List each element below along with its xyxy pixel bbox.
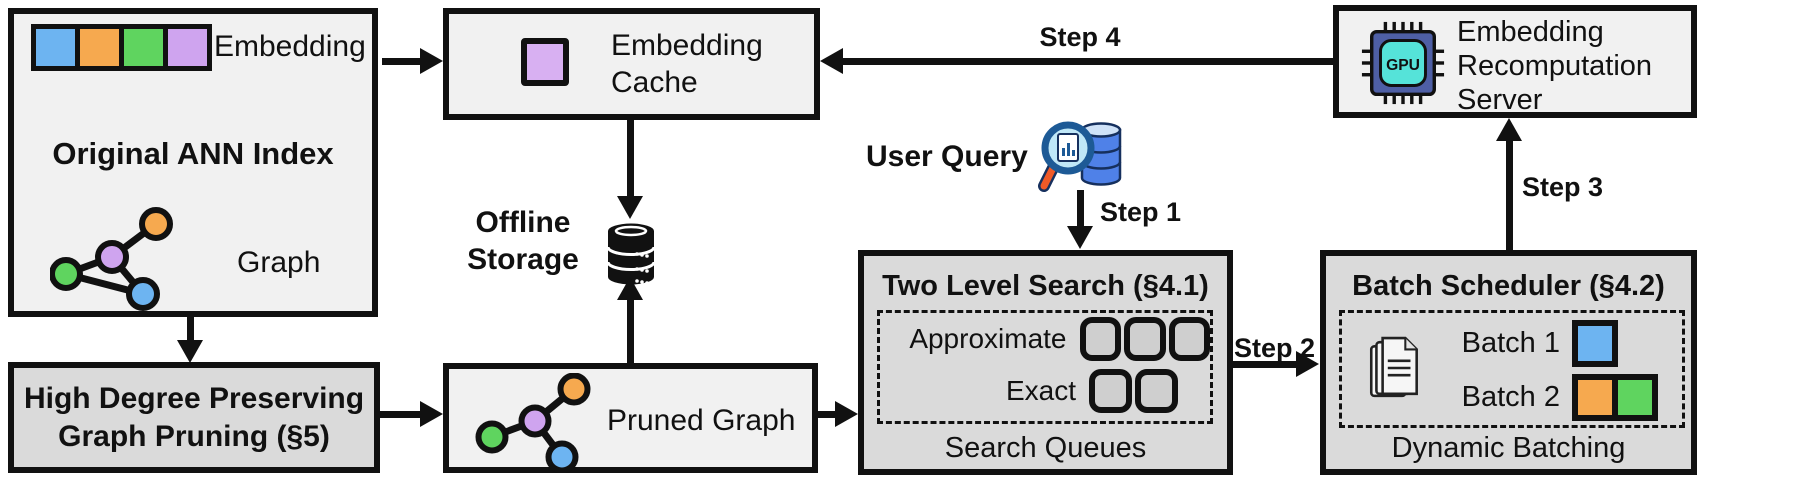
step4-label: Step 4 — [1039, 22, 1121, 52]
ann-index-title: Original ANN Index — [52, 136, 334, 171]
queue-slot — [1135, 369, 1178, 413]
embedding-cell-purple — [163, 24, 212, 71]
batch2-query-green — [1612, 374, 1658, 421]
step2-label: Step 2 — [1234, 333, 1316, 363]
queue-slot — [1168, 317, 1210, 361]
queue-slot — [1079, 317, 1121, 361]
search-queues-caption: Search Queues — [944, 432, 1147, 464]
two-level-search-title: Two Level Search (§4.1) — [882, 270, 1209, 302]
pruned-graph-label: Pruned Graph — [607, 404, 796, 437]
recomputation-server-box: GPU Embedding Recomputation Server — [1333, 5, 1697, 118]
queue-slot — [1089, 369, 1132, 413]
batch-scheduler-box: Batch Scheduler (§4.2) Batch 1 Batch 2 D… — [1320, 250, 1697, 475]
approximate-label: Approximate — [909, 323, 1067, 354]
exact-label: Exact — [1005, 375, 1076, 406]
cached-embedding-icon — [521, 38, 569, 86]
embedding-cache-label: Embedding Cache — [611, 29, 763, 99]
user-query-label: User Query — [866, 140, 1028, 173]
embedding-cell-blue — [31, 24, 80, 71]
embedding-label: Embedding — [214, 30, 366, 63]
offline-storage-label: Offline Storage — [467, 206, 579, 276]
batch1-label: Batch 1 — [1461, 327, 1560, 359]
embedding-cache-box: Embedding Cache — [443, 8, 820, 120]
pruned-graph-box: Pruned Graph — [443, 363, 818, 473]
query-magnifier-database-icon — [1038, 121, 1122, 192]
batch1-query-blue — [1572, 320, 1618, 367]
gpu-chip-icon: GPU — [1361, 21, 1445, 105]
search-queues-panel: Approximate Exact — [877, 310, 1213, 424]
step1-label: Step 1 — [1100, 197, 1182, 227]
documents-icon — [1369, 336, 1418, 398]
recomputation-server-label: Embedding Recomputation Server — [1457, 16, 1653, 116]
dynamic-batching-panel — [1339, 310, 1685, 428]
embedding-cell-orange — [75, 24, 124, 71]
svg-text:GPU: GPU — [1386, 57, 1420, 74]
graph-pruning-box: High Degree Preserving Graph Pruning (§5… — [8, 362, 380, 473]
embedding-cell-green — [119, 24, 168, 71]
graph-pruning-label: High Degree Preserving Graph Pruning (§5… — [23, 381, 365, 453]
two-level-search-box: Two Level Search (§4.1) Approximate Exac… — [858, 250, 1233, 475]
offline-storage-database-icon — [606, 223, 656, 285]
queue-slot — [1124, 317, 1166, 361]
batch2-label: Batch 2 — [1461, 381, 1560, 413]
graph-label: Graph — [237, 246, 321, 279]
dynamic-batching-caption: Dynamic Batching — [1391, 432, 1626, 464]
original-ann-index-box: Embedding Original ANN Index Graph — [8, 8, 378, 317]
graph-icon — [50, 207, 173, 311]
step3-label: Step 3 — [1522, 172, 1604, 202]
pruned-graph-icon — [475, 373, 591, 473]
embedding-strip-icon — [31, 24, 212, 71]
batch-scheduler-title: Batch Scheduler (§4.2) — [1352, 270, 1665, 302]
